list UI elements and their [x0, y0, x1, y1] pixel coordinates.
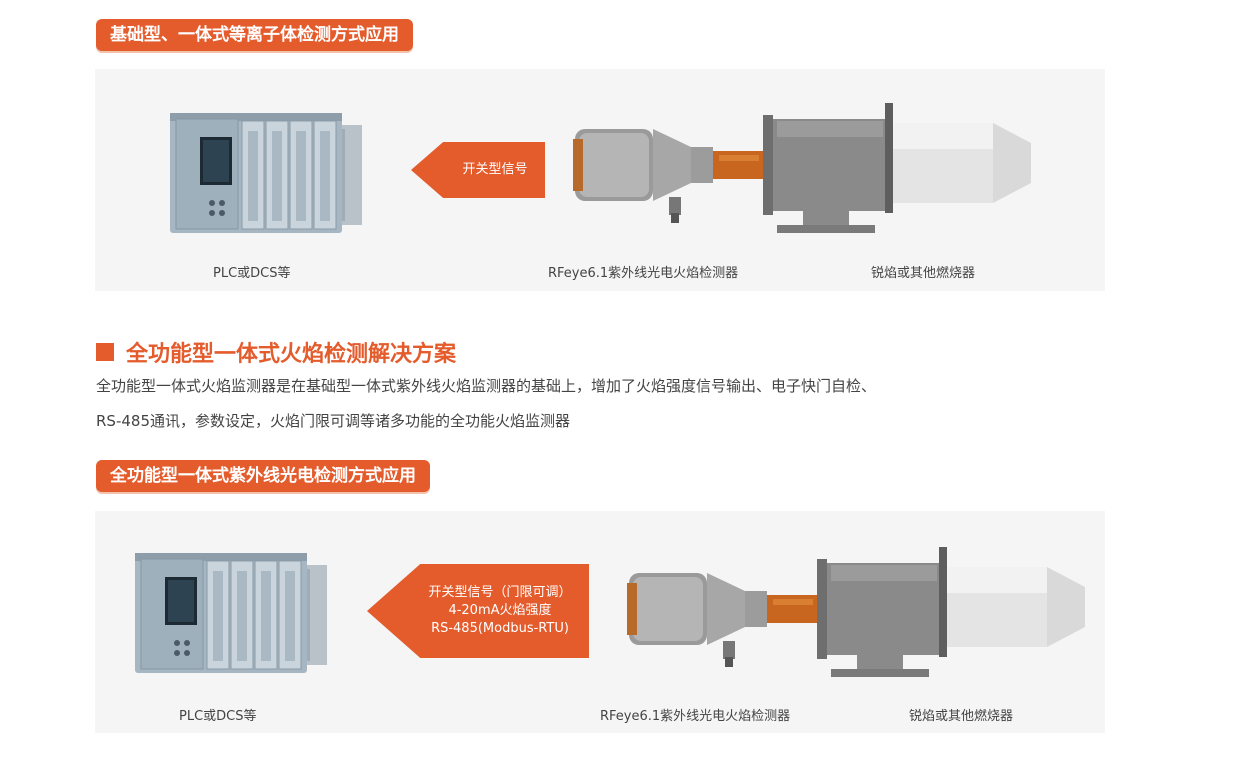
- section2-signal-arrow: 开关型信号（门限可调） 4-20mA火焰强度 RS-485(Modbus-RTU…: [367, 564, 589, 658]
- section2-diagram-panel: PLC或DCS等 开关型信号（门限可调） 4-20mA火焰强度 RS-485(M…: [95, 511, 1105, 733]
- solution-heading: 全功能型一体式火焰检测解决方案: [96, 336, 456, 368]
- section1-diagram-panel: PLC或DCS等 开关型信号 RFeye6.1紫外线光电火焰检测器 锐焰或其他燃…: [95, 69, 1105, 291]
- section1-signal-line: 开关型信号: [462, 162, 528, 177]
- solution-paragraph-line1: 全功能型一体式火焰监测器是在基础型一体式紫外线火焰监测器的基础上，增加了火焰强度…: [96, 377, 877, 395]
- plc-illustration: [135, 553, 327, 673]
- section1-signal-arrow: 开关型信号: [411, 142, 545, 198]
- section2-caption-plc: PLC或DCS等: [179, 709, 257, 724]
- section1-tag-text: 基础型、一体式等离子体检测方式应用: [110, 25, 399, 45]
- section2-signal-line3: RS-485(Modbus-RTU): [431, 621, 569, 636]
- section1-caption-plc: PLC或DCS等: [213, 266, 291, 281]
- section1-tag: 基础型、一体式等离子体检测方式应用: [96, 19, 413, 51]
- section2-signal-line2: 4-20mA火焰强度: [448, 603, 552, 618]
- section2-tag: 全功能型一体式紫外线光电检测方式应用: [96, 460, 430, 492]
- solution-heading-text: 全功能型一体式火焰检测解决方案: [126, 342, 457, 367]
- section1-caption-detector: RFeye6.1紫外线光电火焰检测器: [548, 266, 739, 281]
- detector-burner-illustration: [573, 103, 1031, 233]
- section2-signal-line1: 开关型信号（门限可调）: [428, 585, 572, 600]
- heading-square-icon: [96, 343, 114, 361]
- solution-paragraph-line2: RS-485通讯，参数设定，火焰门限可调等诸多功能的全功能火焰监测器: [96, 412, 570, 430]
- detector-burner-illustration: [627, 547, 1085, 677]
- section2-caption-burner: 锐焰或其他燃烧器: [909, 709, 1014, 724]
- section2-caption-detector: RFeye6.1紫外线光电火焰检测器: [600, 709, 791, 724]
- section1-caption-burner: 锐焰或其他燃烧器: [871, 266, 976, 281]
- section2-tag-text: 全功能型一体式紫外线光电检测方式应用: [110, 466, 416, 486]
- plc-illustration: [170, 113, 362, 233]
